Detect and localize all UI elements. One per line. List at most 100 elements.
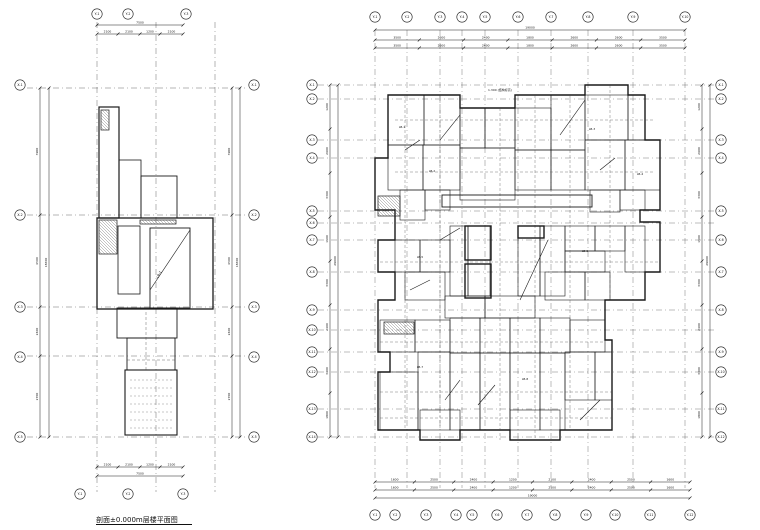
dimension-tick <box>38 435 42 439</box>
dimension-tick <box>700 391 704 395</box>
axis-bubble-bottom: Y-4 <box>450 509 462 521</box>
hatch-line <box>156 219 162 225</box>
dimension-tick <box>95 465 99 469</box>
dimension-label: 3300 <box>697 367 701 375</box>
axis-bubble-top: Y-1 <box>369 11 381 23</box>
axis-bubble-circle <box>180 8 192 20</box>
dimension-label: 2700 <box>227 393 231 401</box>
room-cell <box>459 147 516 201</box>
hatch-line <box>165 219 171 225</box>
hatch-line <box>100 111 110 121</box>
axis-bubble-label: X-2 <box>251 213 256 217</box>
hatch-line <box>107 109 110 112</box>
axis-bubble-circle <box>14 79 26 91</box>
dimension-tick <box>700 127 704 131</box>
axis-bubble-top: Y-2 <box>401 11 413 23</box>
axis-bubble-label: X-2 <box>718 97 723 101</box>
dimension-label: 2100 <box>548 478 556 482</box>
dimension-label: 2600 <box>438 36 446 40</box>
axis-bubble-label: X-9 <box>718 350 723 354</box>
dimension-label: 3900 <box>35 148 39 156</box>
axis-bubble-left: X-9 <box>306 304 318 316</box>
hatch-line <box>383 327 391 335</box>
axis-bubble-circle <box>491 509 503 521</box>
slab-diagonal <box>439 227 461 241</box>
stair-core <box>464 263 492 299</box>
axis-bubble-circle <box>306 93 318 105</box>
hatch-line <box>390 195 401 206</box>
room-label: LB-8 <box>522 377 528 381</box>
slab-diagonal <box>477 384 496 406</box>
room-cell <box>417 351 451 431</box>
dimension-tick <box>550 38 554 42</box>
dimension-tick <box>461 46 466 50</box>
axis-bubble-circle <box>715 366 727 378</box>
room-cell <box>627 94 646 141</box>
axis-bubble-circle <box>715 431 727 443</box>
axis-bubble-label: X-4 <box>251 355 256 359</box>
dimension-label: 3300 <box>325 367 329 375</box>
dimension-label: 1200 <box>509 486 517 490</box>
hatch-line <box>100 114 110 124</box>
stair-room <box>117 225 141 295</box>
axis-bubble-label: Y-11 <box>647 513 654 517</box>
axis-bubble-circle <box>248 79 260 91</box>
dimension-label: 2600 <box>325 147 329 155</box>
axis-bubble-label: X-2 <box>309 97 314 101</box>
axis-bubble-circle <box>122 8 134 20</box>
axis-bubble-top: Y-10 <box>679 11 691 23</box>
hatch-line <box>389 321 403 335</box>
dimension-tick <box>138 465 142 469</box>
room-label: LB-2 <box>429 169 435 173</box>
dimension-label: 2100 <box>104 463 112 467</box>
axis-bubble-label: X-4 <box>17 355 22 359</box>
axis-bubble-left: X-8 <box>306 266 318 278</box>
dimension-tick <box>708 435 712 439</box>
hatched-zone-outline <box>377 195 401 217</box>
dimension-label: 1800 <box>526 36 534 40</box>
axis-bubble-right: X-11 <box>715 403 727 415</box>
hatch-line <box>384 195 401 212</box>
slab-diagonal <box>599 157 616 171</box>
dimension-label: 1200 <box>509 478 517 482</box>
room-cell <box>584 271 611 301</box>
core-hatch-left <box>98 219 118 255</box>
corridor-band <box>441 194 593 208</box>
dimension-label: 3300 <box>325 191 329 199</box>
hatch-line <box>410 321 415 326</box>
lower-room-wall <box>126 337 176 371</box>
hatch-line <box>100 120 110 130</box>
dimension-label: 2400 <box>482 36 490 40</box>
axis-bubble-bottom: Y-10 <box>609 509 621 521</box>
hatch-line <box>381 195 401 215</box>
axis-bubble-circle <box>306 304 318 316</box>
dimension-label: 1800 <box>526 44 534 48</box>
axis-bubble-circle <box>684 509 696 521</box>
axis-bubble-circle <box>715 234 727 246</box>
dimension-tick <box>328 83 332 87</box>
axis-bubble-top: Y-1 <box>91 8 103 20</box>
room-wall <box>140 175 178 219</box>
room-label: LB-7 <box>417 365 423 369</box>
dimension-label: 1600 <box>666 478 674 482</box>
dimension-tick <box>683 46 687 50</box>
axis-bubble-left: X-10 <box>306 324 318 336</box>
axis-bubble-left: X-11 <box>306 346 318 358</box>
axis-bubble-left: X-14 <box>306 431 318 443</box>
axis-bubble-label: Y-6 <box>495 513 500 517</box>
hatch-line <box>171 219 177 225</box>
axis-bubble-bottom: Y-3 <box>177 488 189 500</box>
axis-bubble-label: X-1 <box>251 83 256 87</box>
dimension-label: 2400 <box>227 328 231 336</box>
axis-bubble-circle <box>389 509 401 521</box>
axis-bubble-circle <box>466 509 478 521</box>
axis-bubble-label: X-1 <box>309 83 314 87</box>
slab-diagonal <box>579 399 601 421</box>
room-cell <box>539 352 566 431</box>
axis-bubble-label: X-5 <box>17 435 22 439</box>
room-cell <box>584 139 626 191</box>
room-cell <box>550 94 586 151</box>
dimension-tick <box>328 215 332 219</box>
right-total-dimension: 29000 <box>705 83 712 439</box>
